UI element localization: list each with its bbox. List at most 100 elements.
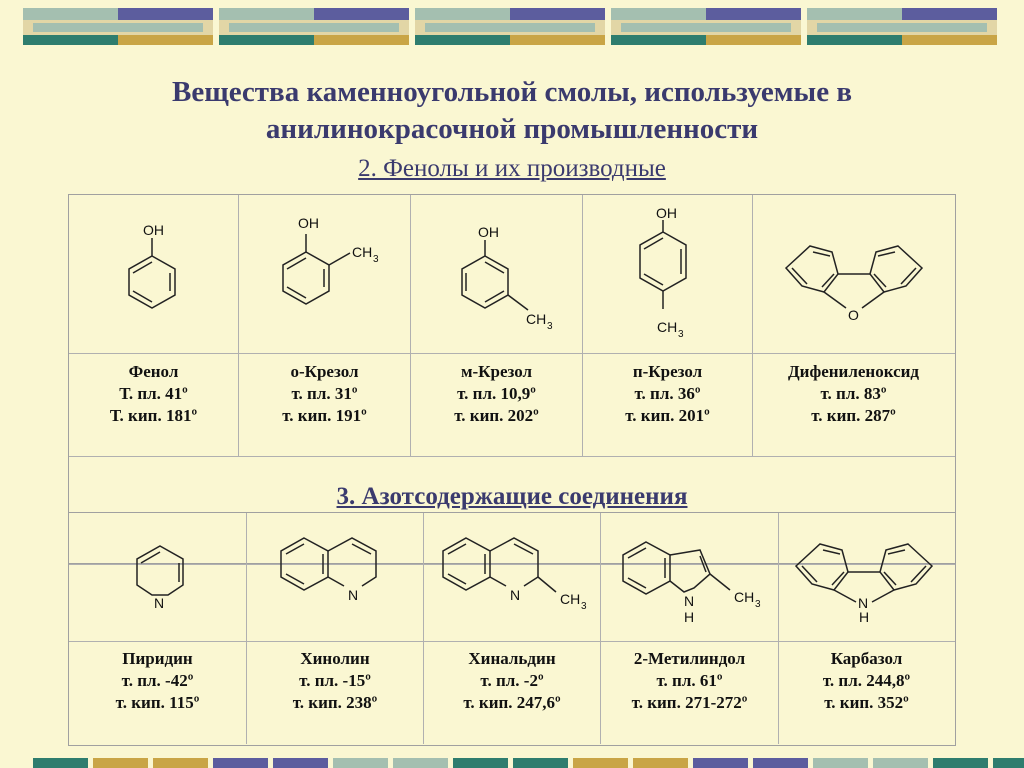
melting-point: т. пл. 83º: [820, 384, 887, 403]
melting-point: т. пл. 31º: [291, 384, 358, 403]
phenols-table-divider: [69, 353, 955, 354]
melting-point: т. пл. 244,8º: [822, 671, 911, 690]
oh-group-label: OH: [656, 205, 677, 221]
decor-stripe: [415, 8, 510, 20]
decor-stripe: [513, 758, 568, 768]
boiling-point: т. кип. 271-272º: [631, 693, 748, 712]
decor-stripe: [706, 35, 801, 45]
carbazole-cell: Карбазол т. пл. 244,8º т. кип. 352º: [779, 648, 954, 714]
boiling-point: т. кип. 247,6º: [463, 693, 561, 712]
pyridine-cell: Пиридин т. пл. -42º т. кип. 115º: [69, 648, 246, 714]
phenols-table-col-divider: [410, 195, 411, 457]
boiling-point: т. кип. 115º: [115, 693, 200, 712]
phenols-table: [68, 194, 956, 564]
decor-stripe: [611, 35, 706, 45]
oh-group-label: OH: [298, 215, 319, 231]
boiling-point: т. кип. 352º: [824, 693, 909, 712]
boiling-point: т. кип. 201º: [625, 406, 710, 425]
melting-point: т. пл. -15º: [299, 671, 371, 690]
pyridine-structure: N: [136, 545, 184, 611]
decor-stripe: [611, 8, 706, 20]
decor-stripe: [314, 8, 409, 20]
methyl-group-label: CH: [560, 591, 580, 607]
decor-stripe: [993, 758, 1024, 768]
p-cresol-cell: п-Крезол т. пл. 36º т. кип. 201º: [583, 361, 752, 427]
decor-stripe: [23, 35, 118, 45]
dibenzofuran-cell: Дифениленоксид т. пл. 83º т. кип. 287º: [753, 361, 954, 427]
oh-group-label: OH: [478, 224, 499, 240]
compound-name: м-Крезол: [460, 362, 533, 381]
decor-stripe: [213, 758, 268, 768]
melting-point: т. пл. 36º: [634, 384, 701, 403]
compound-name: Хинальдин: [468, 649, 556, 668]
decor-stripe: [314, 35, 409, 45]
nitrogen-table-col-divider: [423, 513, 424, 744]
methyl-subscript: 3: [581, 601, 587, 612]
phenol-structure: OH: [128, 222, 176, 309]
page-title: Вещества каменноугольной смолы, использу…: [0, 74, 1024, 148]
section-phenols-title: 2. Фенолы и их производные: [358, 155, 666, 182]
dibenzofuran-structure: O: [784, 245, 924, 323]
melting-point: т. пл. -2º: [480, 671, 544, 690]
methyl-group-label: CH: [352, 244, 372, 260]
compound-name: Фенол: [128, 362, 179, 381]
compound-name: о-Крезол: [290, 362, 359, 381]
quinoline-cell: Хинолин т. пл. -15º т. кип. 238º: [247, 648, 423, 714]
nitrogen-label: N: [858, 595, 868, 611]
methyl-group-label: CH: [526, 311, 546, 327]
quinaldine-cell: Хинальдин т. пл. -2º т. кип. 247,6º: [424, 648, 600, 714]
decor-stripe: [753, 758, 808, 768]
2-methylindole-structure: N H CH 3: [622, 541, 761, 625]
title-line-2: анилинокрасочной промышленности: [265, 113, 759, 145]
nitrogen-label: N: [348, 587, 358, 603]
decor-stripe: [415, 35, 510, 45]
methyl-subscript: 3: [373, 254, 379, 265]
decor-stripe: [633, 758, 688, 768]
boiling-point: т. кип. 191º: [282, 406, 367, 425]
methyl-subscript: 3: [755, 599, 761, 610]
quinoline-structure: N: [280, 537, 377, 603]
nitrogen-table-col-divider: [246, 513, 247, 744]
melting-point: т. пл. 10,9º: [457, 384, 536, 403]
methylindole-cell: 2-Метилиндол т. пл. 61º т. кип. 271-272º: [601, 648, 778, 714]
decor-stripe: [453, 758, 508, 768]
decor-stripe: [902, 8, 997, 20]
top-decorative-band: [23, 8, 997, 45]
nitrogen-table-divider: [69, 641, 955, 642]
hydrogen-label: H: [859, 609, 869, 625]
decor-stripe: [93, 758, 148, 768]
decor-stripe: [933, 758, 988, 768]
title-line-1: Вещества каменноугольной смолы, использу…: [172, 76, 852, 108]
decor-stripe: [393, 758, 448, 768]
phenols-table-col-divider: [238, 195, 239, 457]
decor-stripe: [807, 35, 902, 45]
o-cresol-structure: OH CH 3: [282, 215, 379, 305]
decor-stripe: [33, 23, 203, 32]
phenols-table-col-divider: [582, 195, 583, 457]
compound-name: Хинолин: [300, 649, 370, 668]
hydrogen-label: H: [684, 609, 694, 625]
decor-stripe: [693, 758, 748, 768]
methyl-group-label: CH: [734, 589, 754, 605]
compound-name: п-Крезол: [632, 362, 703, 381]
phenols-table-divider: [69, 456, 955, 457]
compound-name: 2-Метилиндол: [633, 649, 746, 668]
decor-stripe: [873, 758, 928, 768]
decor-stripe: [425, 23, 595, 32]
methyl-subscript: 3: [678, 329, 684, 339]
decor-stripe: [229, 23, 399, 32]
decor-stripe: [573, 758, 628, 768]
decor-stripe: [153, 758, 208, 768]
quinaldine-structure: N CH 3: [442, 537, 587, 612]
decor-stripe: [621, 23, 791, 32]
phenol-cell: Фенол Т. пл. 41º Т. кип. 181º: [69, 361, 238, 427]
p-cresol-structure: OH CH 3: [639, 205, 687, 339]
nitrogen-label: N: [510, 587, 520, 603]
decor-stripe: [23, 8, 118, 20]
m-cresol-cell: м-Крезол т. пл. 10,9º т. кип. 202º: [411, 361, 582, 427]
nitrogen-table: [68, 512, 956, 746]
boiling-point: т. кип. 202º: [454, 406, 539, 425]
m-cresol-structure: OH CH 3: [461, 224, 553, 332]
decor-stripe: [817, 23, 987, 32]
decor-stripe: [219, 35, 314, 45]
